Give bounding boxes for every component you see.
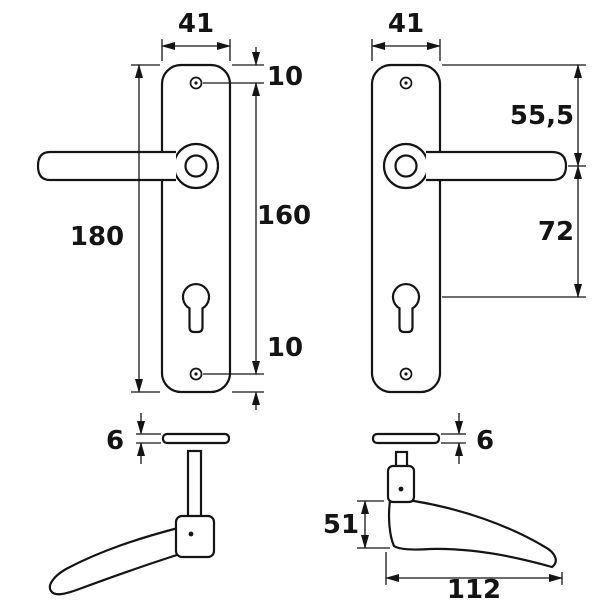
lever-front-right bbox=[426, 150, 568, 182]
dim-plate-width-right: 41 bbox=[371, 9, 441, 61]
handle-body-side-left bbox=[174, 514, 216, 559]
dim-plate-width-left: 41 bbox=[161, 9, 231, 61]
dim-label-spacer-right: 6 bbox=[476, 426, 494, 456]
dim-label-top-hole-offset: 10 bbox=[267, 62, 303, 92]
handle-grip-side-right bbox=[387, 499, 557, 569]
dim-label-top-to-handle: 55,5 bbox=[510, 101, 574, 131]
dim-label-handle-length: 112 bbox=[447, 575, 501, 600]
euro-cylinder-hole-left bbox=[181, 283, 211, 334]
dim-label-plate-height-left: 180 bbox=[70, 222, 124, 252]
front-view-right-plate bbox=[370, 63, 568, 394]
dim-handle-depth: 51 bbox=[323, 500, 390, 549]
backplate-outline-right bbox=[370, 63, 442, 394]
dim-label-handle-depth: 51 bbox=[323, 510, 359, 540]
spacer-rose-right bbox=[371, 432, 441, 445]
dim-plate-height-left: 180 bbox=[70, 64, 160, 393]
side-view-handle-right bbox=[386, 450, 557, 569]
dim-handle-length: 112 bbox=[385, 552, 563, 600]
grub-screw-right bbox=[398, 486, 404, 492]
grub-screw-left bbox=[188, 531, 194, 537]
handle-rose-right bbox=[382, 142, 430, 190]
dim-spacer-left: 6 bbox=[106, 413, 161, 464]
dim-centers-right: 55,5 72 bbox=[442, 64, 586, 298]
screw-hole-bottom-left-center bbox=[194, 372, 198, 376]
screw-hole-top-left-center bbox=[194, 81, 198, 85]
handle-neck-left bbox=[184, 154, 208, 178]
screw-hole-bottom-right-center bbox=[404, 372, 408, 376]
handle-neck-right bbox=[394, 154, 418, 178]
lever-front-left bbox=[36, 150, 176, 182]
backplate-outline-left bbox=[160, 63, 232, 394]
handle-body-side-right bbox=[386, 464, 416, 504]
dim-spacer-right: 6 bbox=[441, 413, 494, 464]
dim-label-bottom-hole-offset: 10 bbox=[267, 333, 303, 363]
screw-hole-top-right-center bbox=[404, 81, 408, 85]
dim-label-plate-width-right: 41 bbox=[388, 9, 424, 39]
dim-label-hole-spacing: 160 bbox=[257, 201, 311, 231]
front-view-left-plate bbox=[36, 63, 232, 394]
dim-label-plate-width-left: 41 bbox=[178, 9, 214, 39]
dim-label-spacer-left: 6 bbox=[106, 426, 124, 456]
handle-rose-left bbox=[172, 142, 220, 190]
side-view-handle-left bbox=[48, 449, 216, 596]
spacer-rose-left bbox=[161, 432, 231, 445]
spindle-left bbox=[186, 449, 203, 519]
handle-grip-side-left bbox=[48, 526, 198, 596]
dim-label-handle-to-cylinder: 72 bbox=[538, 217, 574, 247]
euro-cylinder-hole-right bbox=[391, 283, 421, 334]
dim-hole-offsets-left: 10 160 10 bbox=[203, 47, 311, 410]
